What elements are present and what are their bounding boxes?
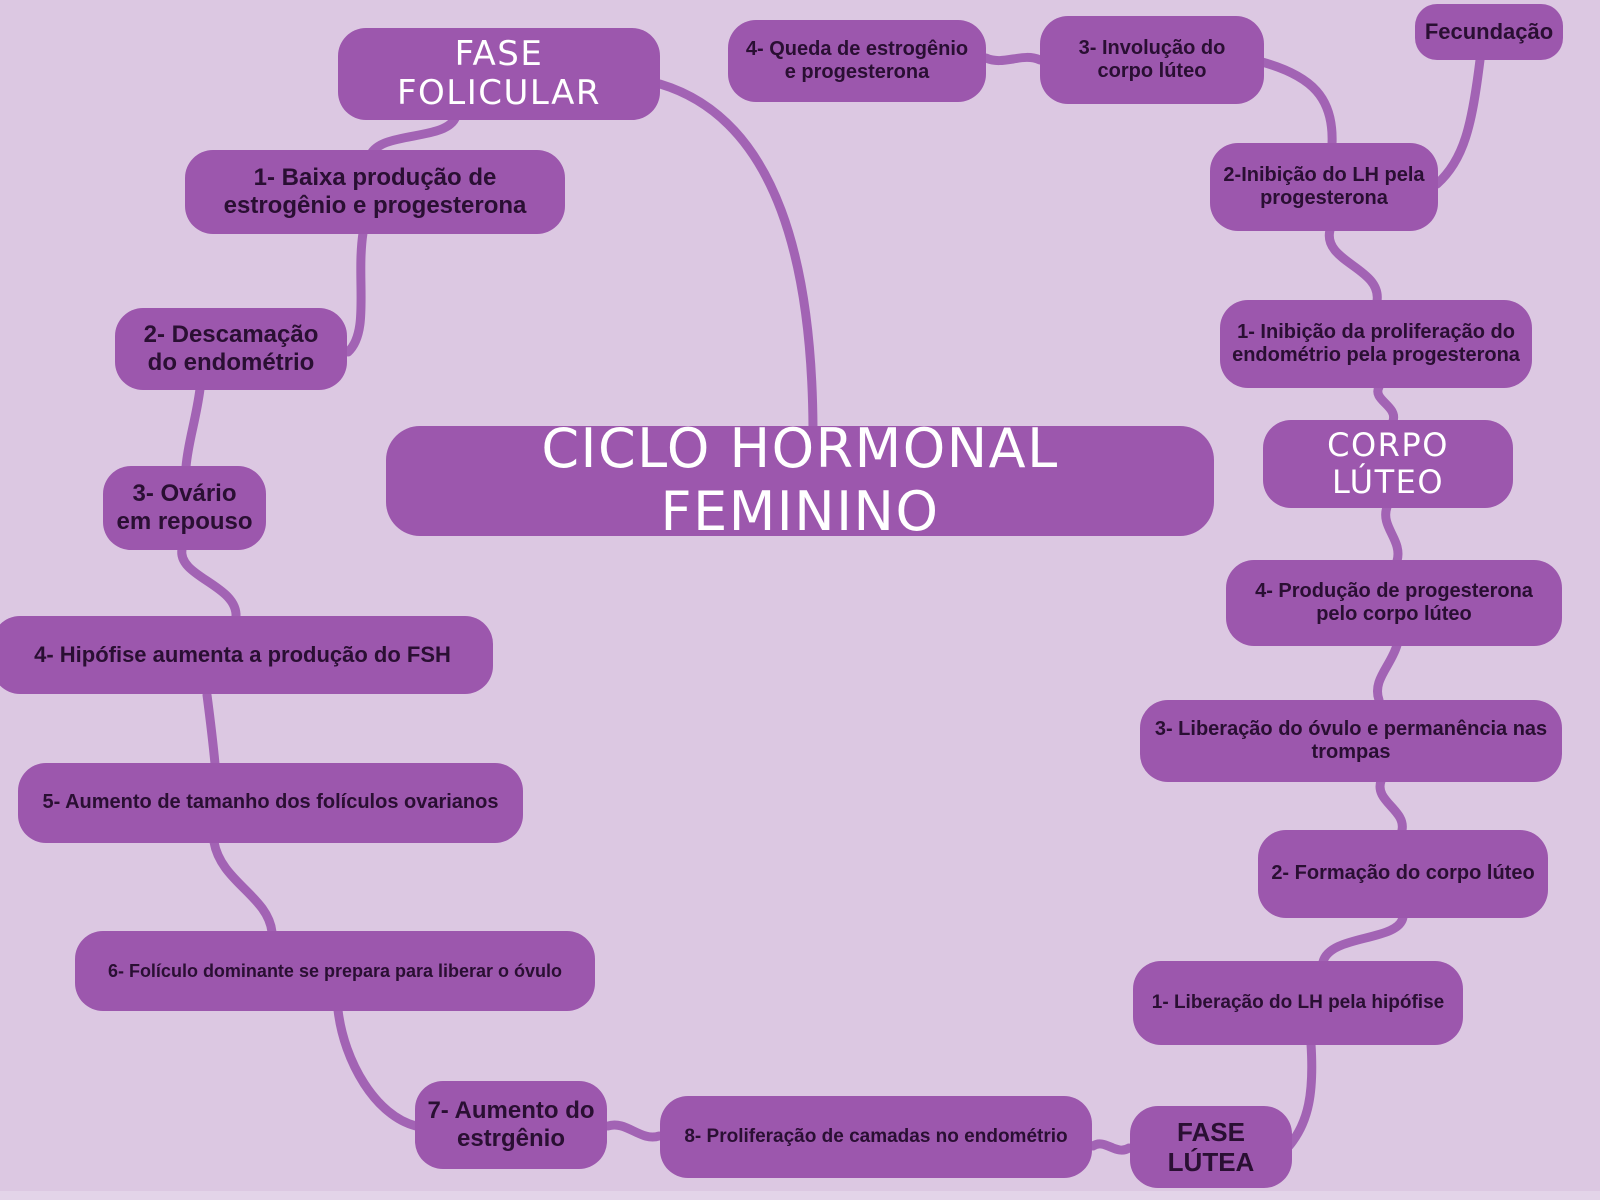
node-ff5[interactable]: 5- Aumento de tamanho dos folículos ovar… xyxy=(18,763,523,843)
fl2-label: 2- Formação do corpo lúteo xyxy=(1271,862,1535,885)
fl1-label: 1- Liberação do LH pela hipófise xyxy=(1151,991,1445,1013)
ff5-label: 5- Aumento de tamanho dos folículos ovar… xyxy=(42,791,499,814)
node-corpo-luteo[interactable]: CORPO LÚTEO xyxy=(1263,420,1513,508)
fecundacao-label: Fecundação xyxy=(1424,19,1554,45)
node-ff6[interactable]: 6- Folículo dominante se prepara para li… xyxy=(75,931,595,1011)
fl4-label: 4- Produção de progesterona pelo corpo l… xyxy=(1255,579,1533,625)
bottom-edge xyxy=(0,1191,1600,1200)
connector-cl3-cl2 xyxy=(1257,57,1337,149)
ff1-label: 1- Baixa produção de estrogênio e proges… xyxy=(223,164,527,219)
connector-corpoluteo-fl4 xyxy=(1381,502,1403,566)
node-cl3[interactable]: 3- Involução do corpo lúteo xyxy=(1040,16,1264,104)
node-fase-folicular[interactable]: FASE FOLICULAR xyxy=(338,28,660,120)
connector-fl1-faselutea xyxy=(1284,1039,1317,1151)
cl2-label: 2-Inibição do LH pela progesterona xyxy=(1223,163,1425,209)
node-ff8[interactable]: 8- Proliferação de camadas no endométrio xyxy=(660,1096,1092,1178)
node-fecundacao[interactable]: Fecundação xyxy=(1415,4,1563,60)
connector-fasefolicular-ff1 xyxy=(365,111,461,161)
fase-lutea-label: FASE LÚTEA xyxy=(1167,1116,1255,1177)
node-fl3[interactable]: 3- Liberação do óvulo e permanência nas … xyxy=(1140,700,1562,782)
connector-ff5-ff6 xyxy=(209,837,277,937)
connector-cl2-cl1 xyxy=(1324,225,1382,306)
node-ff4[interactable]: 4- Hipófise aumenta a produção do FSH xyxy=(0,616,493,694)
ff7-label: 7- Aumento do estrgênio xyxy=(427,1097,595,1152)
fl3-label: 3- Liberação do óvulo e permanência nas … xyxy=(1154,717,1548,763)
cl1-label: 1- Inibição da proliferação do endométri… xyxy=(1232,320,1520,366)
connector-fl3-fl2 xyxy=(1375,776,1407,835)
node-ff2[interactable]: 2- Descamação do endométrio xyxy=(115,308,347,390)
cl3-label: 3- Involução do corpo lúteo xyxy=(1078,36,1226,82)
connector-cl4-cl3 xyxy=(981,52,1045,66)
node-central-topic[interactable]: CICLO HORMONAL FEMININO xyxy=(386,417,1214,543)
cl4-label: 4- Queda de estrogênio e progesterona xyxy=(745,37,969,83)
connector-ff7-ff8 xyxy=(603,1120,664,1142)
node-cl2[interactable]: 2-Inibição do LH pela progesterona xyxy=(1210,143,1438,231)
node-ff7[interactable]: 7- Aumento do estrgênio xyxy=(415,1081,607,1169)
corpo-luteo-label: CORPO LÚTEO xyxy=(1327,425,1449,501)
ff8-label: 8- Proliferação de camadas no endométrio xyxy=(684,1125,1068,1147)
node-cl1[interactable]: 1- Inibição da proliferação do endométri… xyxy=(1220,300,1532,388)
ff3-label: 3- Ovário em repouso xyxy=(116,480,253,535)
node-cl4[interactable]: 4- Queda de estrogênio e progesterona xyxy=(728,20,986,102)
ff4-label: 4- Hipófise aumenta a produção do FSH xyxy=(34,642,451,668)
connector-ff4-ff5 xyxy=(202,690,220,769)
connector-ff3-ff4 xyxy=(177,544,241,622)
node-fl4[interactable]: 4- Produção de progesterona pelo corpo l… xyxy=(1226,560,1562,646)
connector-fl4-fl3 xyxy=(1373,640,1402,705)
node-fl2[interactable]: 2- Formação do corpo lúteo xyxy=(1258,830,1548,918)
connector-cl1-corpoluteo xyxy=(1373,382,1399,426)
node-fase-lutea[interactable]: FASE LÚTEA xyxy=(1130,1106,1292,1188)
connector-ff1-ff2 xyxy=(343,228,368,357)
fase-folicular-label: FASE FOLICULAR xyxy=(396,33,602,113)
node-ff3[interactable]: 3- Ovário em repouso xyxy=(103,466,266,550)
node-ff1[interactable]: 1- Baixa produção de estrogênio e proges… xyxy=(185,150,565,234)
connector-ff6-ff7 xyxy=(333,1005,421,1131)
central-topic-label: CICLO HORMONAL FEMININO xyxy=(541,417,1059,543)
ff2-label: 2- Descamação do endométrio xyxy=(143,321,319,376)
connector-ff8-faselutea xyxy=(1088,1139,1134,1155)
connector-fecundacao-cl2 xyxy=(1432,55,1485,189)
connector-ff2-ff3 xyxy=(181,384,205,472)
node-fl1[interactable]: 1- Liberação do LH pela hipófise xyxy=(1133,961,1463,1045)
connector-fl2-fl1 xyxy=(1318,912,1408,967)
connector-fasefolicular-center xyxy=(655,79,818,433)
ff6-label: 6- Folículo dominante se prepara para li… xyxy=(107,960,563,981)
